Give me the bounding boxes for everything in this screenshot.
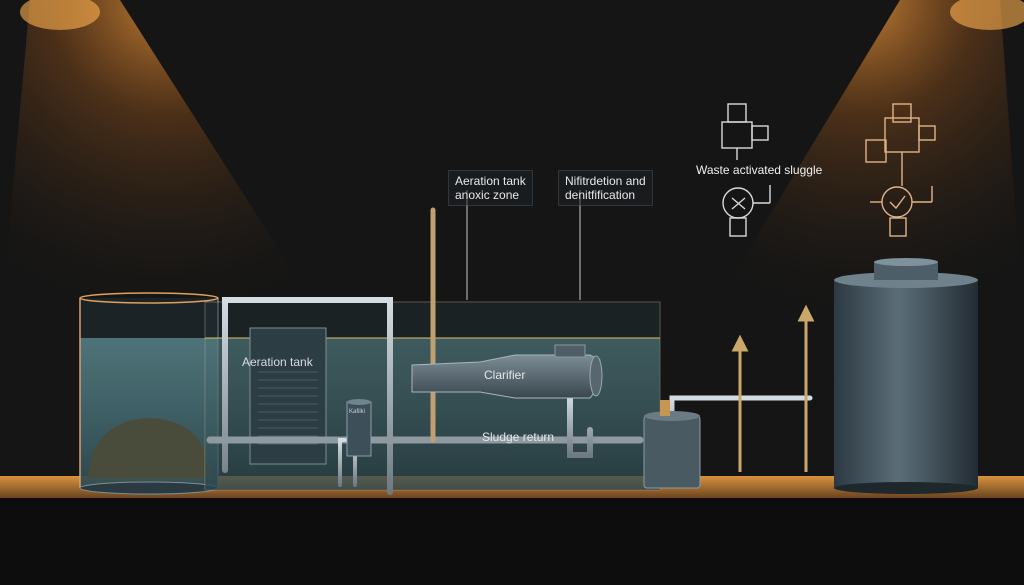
- aeration-tank-label: Aeration tank: [242, 355, 313, 369]
- nitrification-line-1: Nifitrdetion and: [565, 174, 646, 188]
- sludge-return-label: Sludge return: [482, 430, 555, 444]
- sediment-tank: [79, 292, 219, 495]
- flow-arrows: [731, 304, 815, 472]
- storage-tank: [834, 258, 978, 494]
- aeration-unit: [249, 327, 327, 465]
- right-spotlight-lamp: [950, 0, 1024, 30]
- left-spotlight-beam: [0, 0, 330, 330]
- aeration-anoxic-line-2: anoxic zone: [455, 188, 520, 202]
- valve-schematic-left: [721, 103, 771, 237]
- pipework: [206, 207, 853, 495]
- left-spotlight-lamp: [20, 0, 100, 30]
- small-settling-tank: [346, 399, 372, 457]
- clarifier-label: Clarifier: [484, 368, 526, 382]
- valve-schematic-right: [865, 103, 936, 237]
- waste-sludge-label: Waste activated sluggle: [696, 163, 823, 177]
- aeration-anoxic-line-1: Aeration tank: [455, 174, 526, 188]
- nitrification-label: Nifitrdetion and denitfification: [558, 170, 653, 206]
- right-spotlight-beam: [700, 0, 1024, 330]
- pump-unit: [643, 400, 701, 489]
- floor-front: [0, 498, 1024, 585]
- nitrification-line-2: denitfification: [565, 188, 636, 202]
- annotation-leaders: [466, 190, 581, 300]
- small-tank-tag: Kafilki: [349, 409, 366, 415]
- aeration-anoxic-label: Aeration tank anoxic zone: [448, 170, 533, 206]
- clarifier-vessel: [411, 344, 603, 399]
